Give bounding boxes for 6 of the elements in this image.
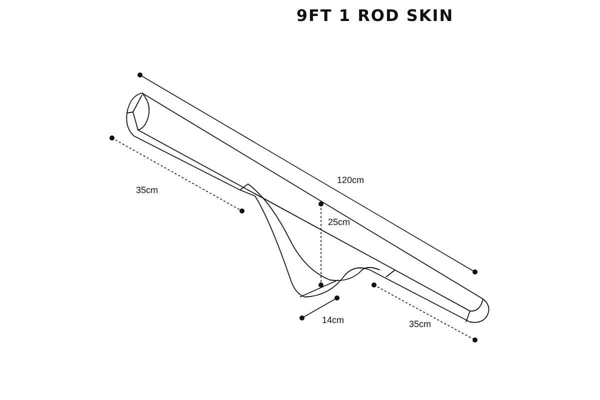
dimension-label: 35cm: [409, 319, 432, 329]
dimension-label: 14cm: [322, 315, 344, 325]
dimension-label: 25cm: [328, 217, 350, 227]
dimension-label: 120cm: [337, 175, 364, 185]
title: 9FT 1 ROD SKIN: [296, 6, 454, 25]
dimension-label: 35cm: [136, 185, 158, 195]
